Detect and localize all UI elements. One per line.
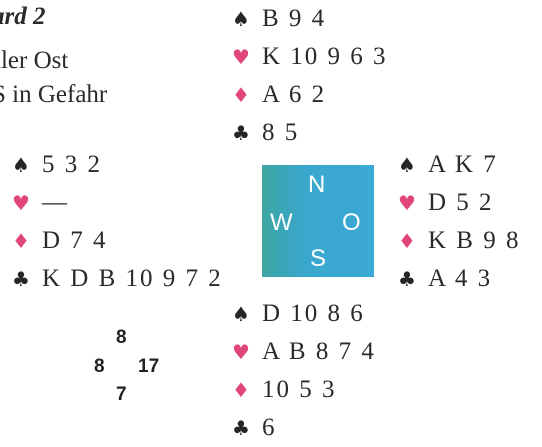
suit-row-spades: ♠ 5 3 2 — [12, 146, 223, 184]
diamond-icon: ♦ — [232, 83, 250, 107]
points-east: 17 — [138, 356, 160, 377]
compass-south-label: S — [310, 245, 327, 272]
suit-row-hearts: ♥ K 10 9 6 3 — [232, 38, 388, 76]
diamond-icon: ♦ — [398, 229, 416, 253]
suit-row-diamonds: ♦ K B 9 8 — [398, 222, 520, 260]
spade-icon: ♠ — [232, 7, 250, 31]
cards-south-clubs: 6 — [262, 414, 277, 441]
suit-row-hearts: ♥— — [12, 184, 223, 222]
spade-icon: ♠ — [12, 153, 30, 177]
compass-east-label: O — [342, 209, 361, 236]
suit-row-clubs: ♣ 8 5 — [232, 114, 388, 152]
cards-south-spades: D 10 8 6 — [262, 300, 365, 327]
suit-row-clubs: ♣ A 4 3 — [398, 260, 520, 298]
points-north: 8 — [116, 327, 127, 348]
club-icon: ♣ — [398, 267, 416, 291]
heart-icon: ♥ — [232, 340, 250, 364]
cards-west-diamonds: D 7 4 — [42, 227, 108, 254]
compass-north-label: N — [308, 171, 326, 198]
heart-icon: ♥ — [12, 191, 30, 215]
club-icon: ♣ — [12, 267, 30, 291]
cards-east-clubs: A 4 3 — [428, 265, 493, 292]
diamond-icon: ♦ — [232, 378, 250, 402]
points-south: 7 — [116, 384, 127, 405]
cards-east-spades: A K 7 — [428, 151, 498, 178]
cards-north-spades: B 9 4 — [262, 5, 327, 32]
hand-south: ♠D 10 8 6 ♥A B 8 7 4 ♦10 5 3 ♣6 — [232, 295, 376, 447]
suit-row-clubs: ♣6 — [232, 409, 376, 447]
cards-west-hearts: — — [42, 189, 69, 216]
cards-west-clubs: K D B 10 9 7 2 — [42, 265, 223, 292]
suit-row-spades: ♠ A K 7 — [398, 146, 520, 184]
points-west: 8 — [94, 356, 105, 377]
vulnerability-info: S in Gefahr — [0, 81, 108, 108]
cards-north-hearts: K 10 9 6 3 — [262, 43, 388, 70]
cards-east-diamonds: K B 9 8 — [428, 227, 521, 254]
board-title: ard 2 — [0, 3, 46, 30]
cards-south-diamonds: 10 5 3 — [262, 376, 337, 403]
hand-east: ♠ A K 7 ♥ D 5 2 ♦ K B 9 8 ♣ A 4 3 — [398, 146, 520, 298]
cards-west-spades: 5 3 2 — [42, 151, 102, 178]
suit-row-hearts: ♥ D 5 2 — [398, 184, 520, 222]
hand-west: ♠5 3 2 ♥— ♦D 7 4 ♣K D B 10 9 7 2 — [12, 146, 223, 298]
club-icon: ♣ — [232, 121, 250, 145]
suit-row-spades: ♠ B 9 4 — [232, 0, 388, 38]
cards-north-diamonds: A 6 2 — [262, 81, 327, 108]
suit-row-diamonds: ♦ D 7 4 — [12, 222, 223, 260]
suit-row-hearts: ♥ A B 8 7 4 — [232, 333, 376, 371]
compass-west-label: W — [270, 209, 293, 236]
suit-row-spades: ♠ D 10 8 6 — [232, 295, 376, 333]
club-icon: ♣ — [232, 416, 250, 440]
suit-row-diamonds: ♦ 10 5 3 — [232, 371, 376, 409]
heart-icon: ♥ — [398, 191, 416, 215]
cards-east-hearts: D 5 2 — [428, 189, 494, 216]
diamond-icon: ♦ — [12, 229, 30, 253]
suit-row-clubs: ♣ K D B 10 9 7 2 — [12, 260, 223, 298]
suit-row-diamonds: ♦ A 6 2 — [232, 76, 388, 114]
cards-south-hearts: A B 8 7 4 — [262, 338, 376, 365]
spade-icon: ♠ — [398, 153, 416, 177]
spade-icon: ♠ — [232, 302, 250, 326]
compass-box: N W O S — [262, 165, 374, 277]
heart-icon: ♥ — [232, 45, 250, 69]
dealer-info: iler Ost — [0, 47, 69, 74]
cards-north-clubs: 8 5 — [262, 119, 300, 146]
hand-north: ♠ B 9 4 ♥ K 10 9 6 3 ♦ A 6 2 ♣ 8 5 — [232, 0, 388, 152]
